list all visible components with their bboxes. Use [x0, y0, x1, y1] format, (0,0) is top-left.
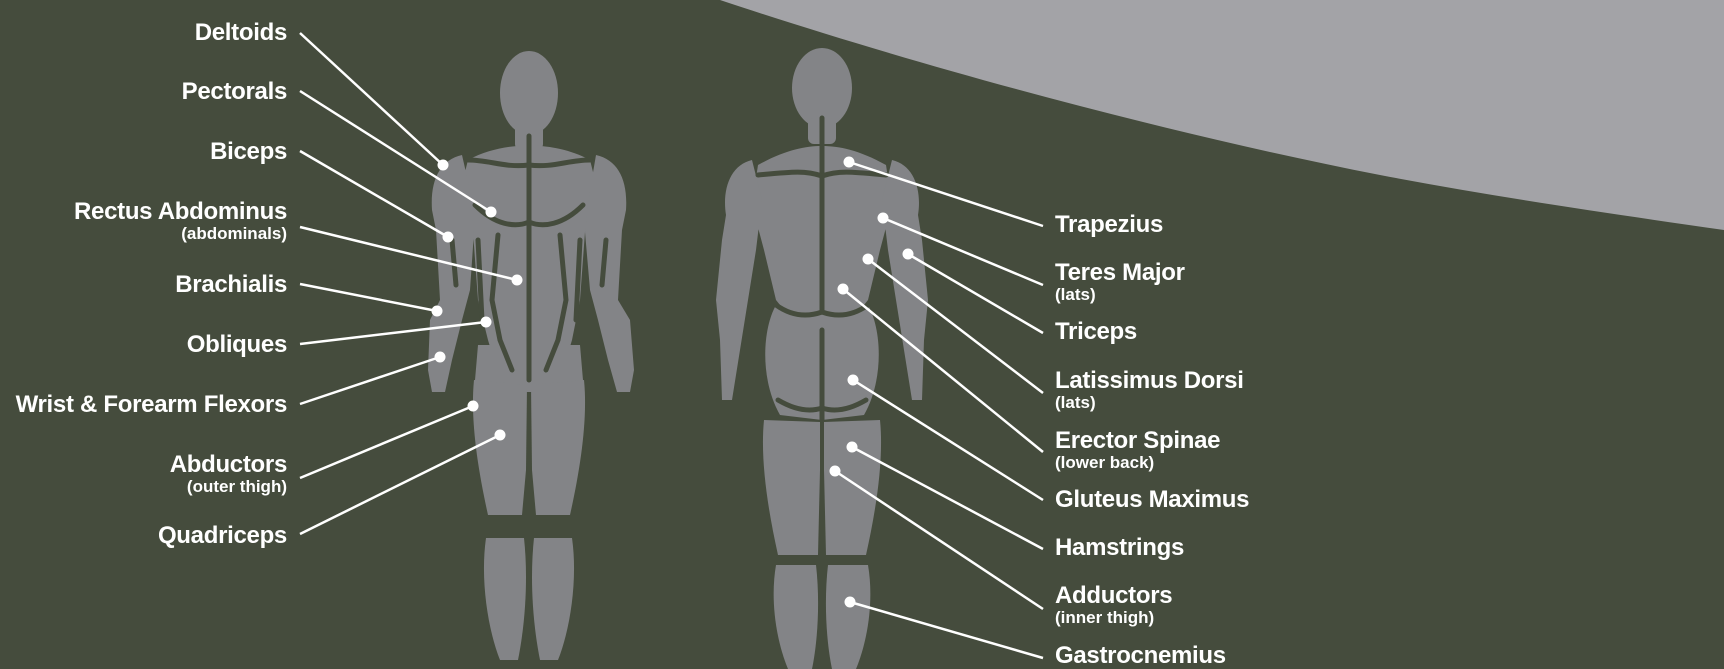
label-main: Abductors [170, 453, 287, 477]
label-biceps: Biceps [210, 140, 287, 164]
label-main: Wrist & Forearm Flexors [16, 393, 287, 417]
label-main: Erector Spinae [1055, 429, 1220, 453]
label-triceps: Triceps [1055, 320, 1137, 344]
label-main: Deltoids [195, 21, 287, 45]
label-rectus-abdominus: Rectus Abdominus (abdominals) [74, 200, 287, 242]
label-sub: (lats) [1055, 394, 1244, 411]
label-main: Gastrocnemius [1055, 644, 1226, 668]
label-main: Teres Major [1055, 261, 1185, 285]
label-main: Rectus Abdominus [74, 200, 287, 224]
label-main: Triceps [1055, 320, 1137, 344]
label-main: Trapezius [1055, 213, 1163, 237]
label-teres-major: Teres Major (lats) [1055, 261, 1185, 303]
label-main: Gluteus Maximus [1055, 488, 1249, 512]
label-sub: (inner thigh) [1055, 609, 1172, 626]
label-sub: (lower back) [1055, 454, 1220, 471]
label-main: Latissimus Dorsi [1055, 369, 1244, 393]
label-erector-spinae: Erector Spinae (lower back) [1055, 429, 1220, 471]
label-sub: (lats) [1055, 286, 1185, 303]
label-trapezius: Trapezius [1055, 213, 1163, 237]
label-main: Adductors [1055, 584, 1172, 608]
label-sub: (abdominals) [74, 225, 287, 242]
label-hamstrings: Hamstrings [1055, 536, 1184, 560]
label-main: Quadriceps [158, 524, 287, 548]
label-obliques: Obliques [187, 333, 287, 357]
label-gluteus-maximus: Gluteus Maximus [1055, 488, 1249, 512]
label-gastrocnemius: Gastrocnemius [1055, 644, 1226, 668]
label-adductors: Adductors (inner thigh) [1055, 584, 1172, 626]
label-main: Pectorals [182, 80, 287, 104]
label-brachialis: Brachialis [175, 273, 287, 297]
label-abductors: Abductors (outer thigh) [170, 453, 287, 495]
label-quadriceps: Quadriceps [158, 524, 287, 548]
label-wrist-forearm-flexors: Wrist & Forearm Flexors [16, 393, 287, 417]
label-sub: (outer thigh) [170, 478, 287, 495]
label-deltoids: Deltoids [195, 21, 287, 45]
label-pectorals: Pectorals [182, 80, 287, 104]
label-latissimus-dorsi: Latissimus Dorsi (lats) [1055, 369, 1244, 411]
label-main: Hamstrings [1055, 536, 1184, 560]
label-main: Brachialis [175, 273, 287, 297]
label-main: Obliques [187, 333, 287, 357]
label-main: Biceps [210, 140, 287, 164]
